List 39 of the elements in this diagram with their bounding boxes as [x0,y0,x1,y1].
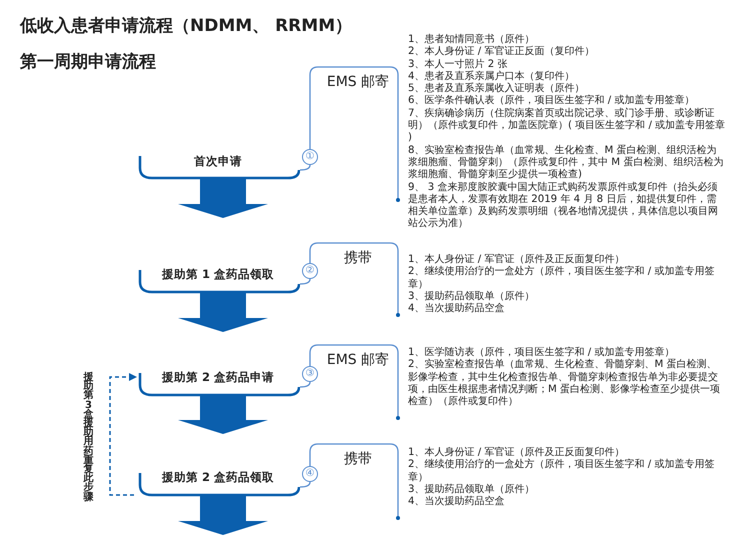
edge-label: 援助第3盒援助用药重复此步骤 [83,373,94,502]
list-item: 4、当次援助药品空盒 [408,496,506,508]
step-label: 援助第 2 盒药品申请 [160,370,275,385]
list-item: 1、本人身份证 / 军官证（原件及正反面复印件） [408,447,626,458]
title: 低收入患者申请流程（NDMM、 RRMM） [20,15,352,37]
list-item: 4、患者及直系亲属户口本（复印件） [408,70,576,82]
list-item: 4、当次援助药品空盒 [408,303,506,316]
step-number: ① [302,149,318,165]
list-item: 3、本人一寸照片 2 张 [408,58,508,70]
list-item: 3、援助药品领取单（原件） [408,484,536,496]
loop-arrow [109,373,137,496]
list-item: 2、本人身份证 / 军官证正反面（复印件） [408,46,596,58]
method-label: EMS 邮寄 [326,351,390,369]
list-item: 9、 3 盒来那度胺胶囊中国大陆正式购药发票原件或复印件（抬头必须是患者本人，发票有效期在 2019 年 4 月 8 日后，如提供复印件，需相关单位盖章）及购药发票明细（视各地情况提供，具体信息以项目网站公示为准） [408,182,719,231]
method-label: 携带 [343,249,373,267]
list-item: 8、实验室检查报告单（血常规、生化检查、M 蛋白检测、组织活检为浆细胞瘤、骨髓穿刺）（原件或复印件，其中 M 蛋白检测、组织活检为浆细胞瘤、骨髓穿刺至少提供一项检查) [408,144,724,182]
flow-arrow [178,495,268,535]
list-item: 3、援助药品领取单（原件） [408,290,536,302]
list-item: 2、实验室检查报告单（血常规、生化检查、骨髓穿刺、M 蛋白检测、影像学检查，其中生化检查报告单、骨髓穿刺检查报告单为非必要提交项，由医生根据患者情况判断；M 蛋白检测、影像学检查至少提供一项检查）（原件或复印件） [408,359,722,408]
subtitle: 第一周期申请流程 [20,51,156,73]
method-label: EMS 邮寄 [326,73,390,91]
list-item: 1、医学随访表（原件，项目医生签字和 / 或加盖专用签章） [408,347,676,358]
list-item: 5、患者及直系亲属收入证明表（原件） [408,83,586,94]
list-item: 6、医学条件确认表（原件，项目医生签字和 / 或加盖专用签章） [408,95,696,108]
step-number: ③ [302,366,318,382]
flow-arrow [178,178,268,218]
step-number: ② [302,263,318,279]
list-item: 7、疾病确诊病历（住院病案首页或出院记录、或门诊手册、或诊断证明）（原件或复印件，加盖医院章）( 项目医生签字和 / 或加盖专用签章 ) [408,108,726,144]
list-item: 2、继续使用治疗的一盒处方（原件，项目医生签字和 / 或加盖专用签章） [408,459,716,484]
flow-arrow [178,395,268,434]
step-label: 援助第 2 盒药品领取 [160,470,275,485]
list-item: 1、患者知情同意书（原件） [408,34,536,46]
list-item: 2、继续使用治疗的一盒处方（原件，项目医生签字和 / 或加盖专用签章） [408,266,716,290]
flow-arrow [178,292,268,332]
list-item: 1、本人身份证 / 军官证（原件及正反面复印件） [408,254,626,266]
method-label: 携带 [343,450,373,468]
step-label: 首次申请 [193,154,243,169]
step-label: 援助第 1 盒药品领取 [160,267,275,282]
step-number: ④ [302,466,318,482]
